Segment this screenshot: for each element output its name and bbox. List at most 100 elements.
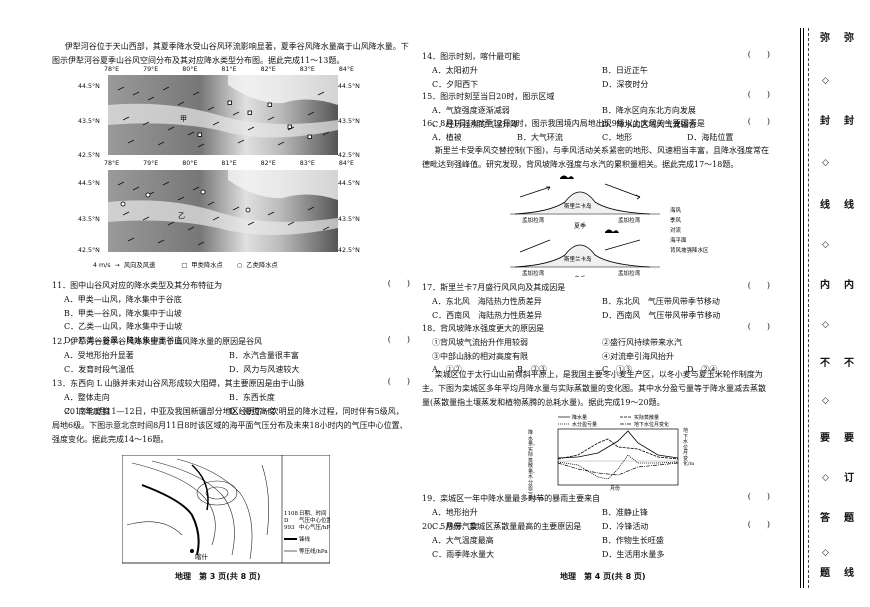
lat-label: 44.5°N [338,83,360,90]
seal-edge-char: 题 [844,513,854,524]
legend-center: 气压中心位置 [299,516,330,524]
lat-label: 43.5°N [338,118,360,125]
season-label: 夏季 [574,222,586,230]
lon-label: 78°E [104,66,120,73]
graph-svg: 降水量 实际蒸散量 水分盈亏量 地下水位月变化 月份 [557,414,679,492]
option-b[interactable]: B．东西长度 [229,393,275,402]
lat-label: 42.5°N [338,152,360,159]
option-a[interactable]: A．地形抬升 [432,508,478,517]
seal-char: 内 [820,280,830,291]
legend-scale: 4 m/s [93,262,111,269]
answer-paren[interactable]: ( ) [747,117,770,126]
option-d[interactable]: D．海拔高度 [229,406,276,416]
legend-front: 锋线 [299,535,311,543]
option-a[interactable]: A．受地形抬升显著 [64,351,134,360]
answer-paren[interactable]: ( ) [387,377,410,386]
option-b[interactable]: B．②③ [517,365,547,374]
option-c[interactable]: C．南北宽度 [64,406,111,416]
legend-sample-date: 1108 [284,511,298,517]
answer-paren[interactable]: ( ) [747,281,770,290]
legend-jia: 甲类降水点 [191,262,223,269]
option-a[interactable]: A．整体走向 [64,393,110,402]
answer-paren[interactable]: ( ) [747,90,770,99]
lat-label: 43.5°N [78,118,100,125]
option-d[interactable]: D．降水的区域大气流辐合 [602,119,697,129]
option-b[interactable]: B．东北风 气压带风带季节移动 [602,297,720,306]
option-c[interactable]: C．地形 [602,133,633,142]
option-c[interactable]: C．热带气旋 [432,521,479,531]
option-d[interactable]: D．乙类—谷风，降水集中于谷底 [64,335,183,345]
answer-paren[interactable]: ( ) [747,520,770,529]
question-stem: 12．伊犁河谷夏季谷风降水量高于山风降水量的原因是谷风 [52,337,263,346]
option-d[interactable]: D．西南风 气压带风带季节移动 [602,310,721,320]
option-c[interactable]: C．乙类—山风，降水集中于山坡 [64,322,183,331]
option-a[interactable]: A．①② [432,365,462,374]
option-d[interactable]: D．生活用水量多 [602,549,665,559]
option-c[interactable]: C．西南风 海陆热力性质差异 [432,310,543,320]
answer-paren[interactable]: ( ) [747,50,770,59]
option-b[interactable]: B．甲类—谷风，降水集中于山坡 [64,308,182,318]
bay-label: 孟加拉湾 [522,269,545,277]
option-b[interactable]: B．水汽含量很丰富 [229,351,299,360]
question-13: 13．东西向 L 山脉并未对山谷风形成较大阻碍，其主要原因是由于山脉 ( ) A… [52,377,410,418]
left-page: 伊犁河谷位于天山西部，其夏季降水受山谷风环流影响显著，夏季谷风降水量高于山风降水… [52,40,410,68]
city-label: 喀什 [195,552,209,561]
option-d[interactable]: D．海陆位置 [687,133,734,142]
option-c[interactable]: C．①③ [602,365,633,374]
answer-paren[interactable]: ( ) [747,492,770,501]
monsoon-diagram: 斯里兰卡岛 孟加拉湾 孟加拉湾 夏季 斯里兰卡岛 孟加拉湾 孟加拉湾 冬季 海风… [510,172,710,283]
option-a[interactable]: A．东北风 海陆热力性质差异 [432,297,542,306]
question-19: 19．栾城区一年中降水量最多时节的暴雨主要来自 ( ) A．地形抬升 B．准静止… [422,492,770,533]
option-c[interactable]: C．经历强烈的气温升降 [432,119,519,129]
option-d[interactable]: D．②④ [687,365,718,374]
option-d[interactable]: D．风力与风速较大 [229,364,300,374]
lat-label: 43.5°N [338,216,360,223]
option-b[interactable]: B．作物生长旺盛 [602,536,664,545]
seal-edge-char: 线 [844,568,854,579]
legend-sea-wind: 海风 [670,206,682,214]
question-stem: 19．栾城区一年中降水量最多时节的暴雨主要来自 [422,494,601,503]
legend-isobar: 等压线/hPa [299,547,328,555]
bay-label: 孟加拉湾 [522,216,545,224]
lon-label: 78°E [104,160,120,167]
question-stem: 13．东西向 L 山脉并未对山谷风形成较大阻碍，其主要原因是由于山脉 [52,379,305,388]
seal-char: 封 [820,116,830,127]
diamond-icon: ◇ [822,396,829,406]
lon-label: 84°E [338,160,354,167]
answer-paren[interactable]: ( ) [387,335,410,344]
option-a[interactable]: A．甲类—山风，降水集中于谷底 [64,295,182,304]
option-a[interactable]: A．气旋强度逐渐减弱 [432,106,510,115]
option-c[interactable]: C．雨季降水量大 [432,549,495,559]
legend-groundwater: 地下水位月变化 [634,421,669,428]
option-a[interactable]: A．太阳初升 [432,66,478,75]
legend-precip: 降水量 [572,414,587,421]
option-d[interactable]: D．深夜时分 [602,79,649,89]
answer-paren[interactable]: ( ) [387,279,410,288]
seal-char: 弥 [820,33,830,44]
question-stem: 15．图示时刻至当日20时，图示区域 [422,92,555,101]
legend-rain-zone: 背风坡强降水区 [670,246,709,254]
legend-convection: 对流 [670,226,682,234]
option-b[interactable]: B．日近正午 [602,66,648,75]
option-a[interactable]: A．植被 [432,133,462,142]
legend-wind: 风向及风速 [123,262,156,269]
option-c[interactable]: C．发育时段气温低 [64,364,135,374]
answer-paren[interactable]: ( ) [747,322,770,331]
diamond-icon: ◇ [822,320,829,330]
option-b[interactable]: B．大气环流 [517,133,563,142]
intro-11-13: 伊犁河谷位于天山西部，其夏季降水受山谷风环流影响显著，夏季谷风降水量高于山风降水… [52,42,409,65]
diamond-icon: ◇ [822,158,829,168]
isobar-map: 喀什 1108 D 993 日期、时间 气压中心位置 中心气压/hPa 锋线 等… [121,454,334,564]
question-stem: 18．背风坡降水强度更大的原因是 [422,324,545,333]
seal-char: 线 [820,200,830,211]
seal-border-line [800,28,804,588]
option-b[interactable]: B．降水区向东北方向发展 [602,106,696,115]
legend-balance: 水分盈亏量 [572,421,597,428]
option-c[interactable]: C．夕阳西下 [432,79,479,89]
option-b[interactable]: B．准静止锋 [602,508,648,517]
option-a[interactable]: A．大气温度最高 [432,536,494,545]
option-d[interactable]: D．冷锋活动 [602,521,649,531]
lat-label: 43.5°N [78,216,100,223]
lon-label: 83°E [299,66,315,73]
lon-label: 84°E [338,66,354,73]
